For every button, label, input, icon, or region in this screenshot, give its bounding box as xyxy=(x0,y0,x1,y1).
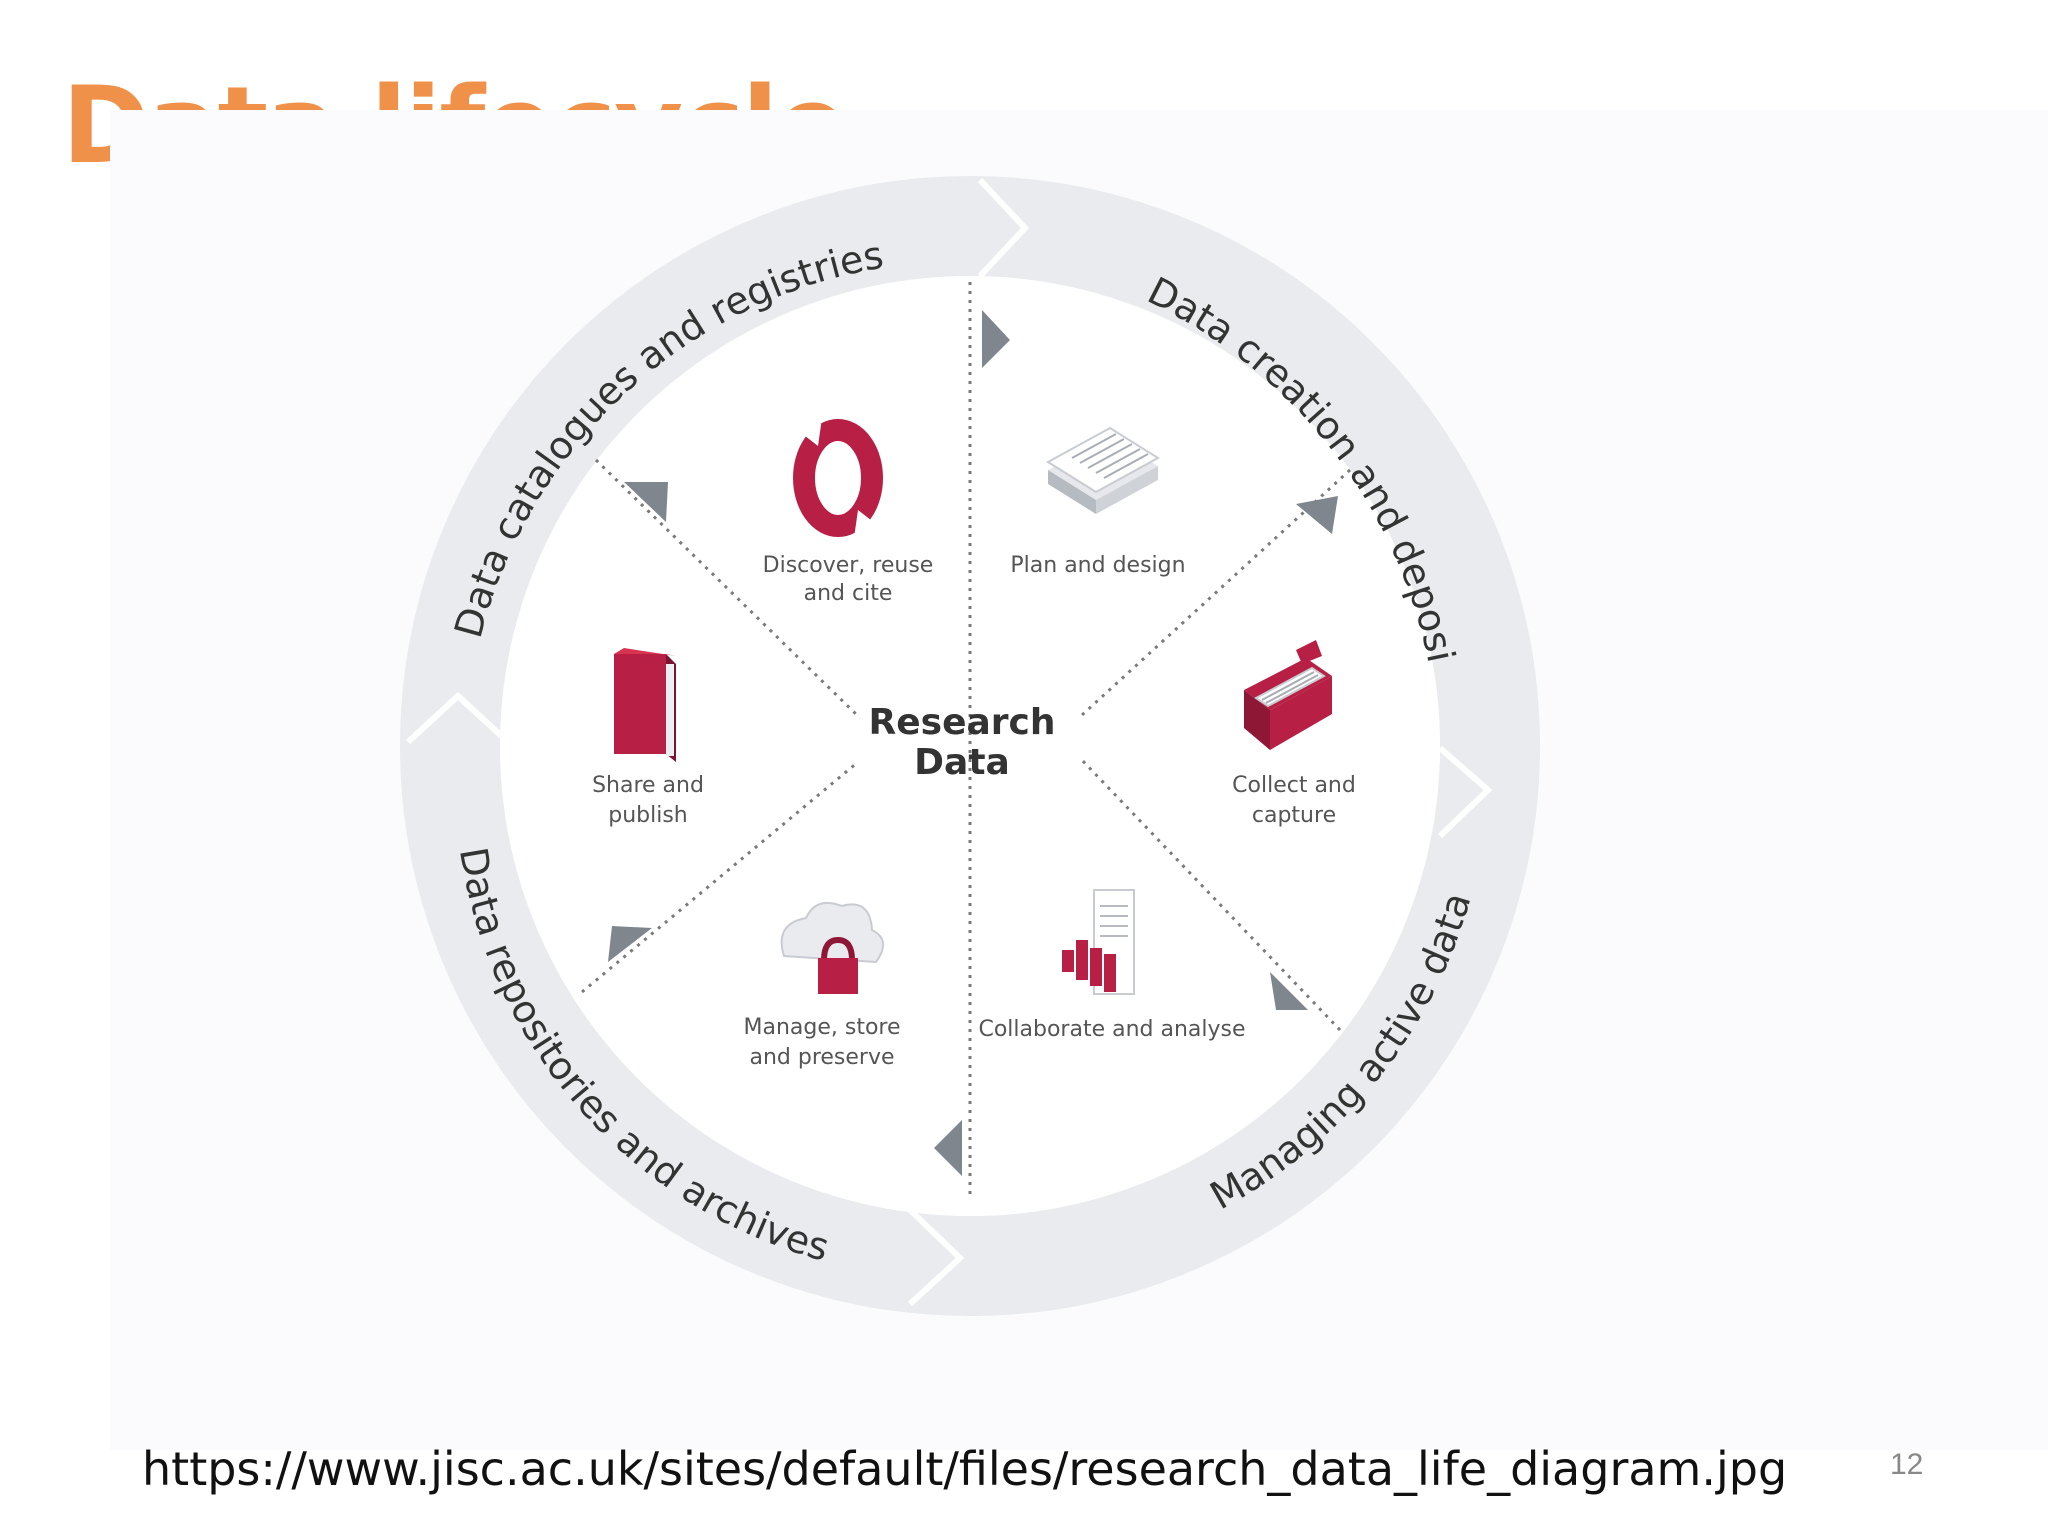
stage-label-discover-line1: Discover, reuse xyxy=(763,553,934,578)
page-number: 12 xyxy=(1890,1448,1924,1481)
center-label-line1: Research xyxy=(869,702,1056,743)
stage-label-collect-line1: Collect and xyxy=(1232,773,1356,798)
arrow-lower-left-icon xyxy=(608,926,652,962)
cloud-lock-icon xyxy=(780,902,884,994)
arrow-bottom-icon xyxy=(934,1120,962,1176)
stage-label-collaborate-analyse: Collaborate and analyse xyxy=(978,1017,1245,1042)
bar-chart-icon xyxy=(1062,889,1135,995)
arrow-upper-right-icon xyxy=(1296,496,1338,534)
lifecycle-ring xyxy=(400,176,1540,1316)
direction-arrows xyxy=(608,310,1338,1176)
arrow-top-icon xyxy=(982,310,1010,368)
briefcase-icon xyxy=(1244,640,1332,750)
ring-chevrons xyxy=(405,177,1493,1307)
stage-label-manage-line1: Manage, store xyxy=(743,1015,900,1040)
stage-label-share-line2: publish xyxy=(608,803,688,828)
stage-label-manage-line2: and preserve xyxy=(749,1045,894,1070)
stage-label-share-line1: Share and xyxy=(592,773,704,798)
dotted-dividers xyxy=(581,282,1352,1200)
stage-label-discover-line2: and cite xyxy=(804,581,893,606)
arrow-lower-right-icon xyxy=(1270,972,1308,1010)
source-url: https://www.jisc.ac.uk/sites/default/fil… xyxy=(142,1442,1788,1496)
stage-label-collect-line2: capture xyxy=(1252,803,1336,828)
arrow-upper-left-icon xyxy=(624,482,668,522)
document-stack-icon xyxy=(1046,426,1160,514)
refresh-cycle-icon xyxy=(793,418,883,538)
inner-disc xyxy=(500,276,1440,1216)
stage-label-plan-design: Plan and design xyxy=(1010,553,1185,578)
book-icon xyxy=(614,648,676,762)
center-label-line2: Data xyxy=(914,742,1010,783)
